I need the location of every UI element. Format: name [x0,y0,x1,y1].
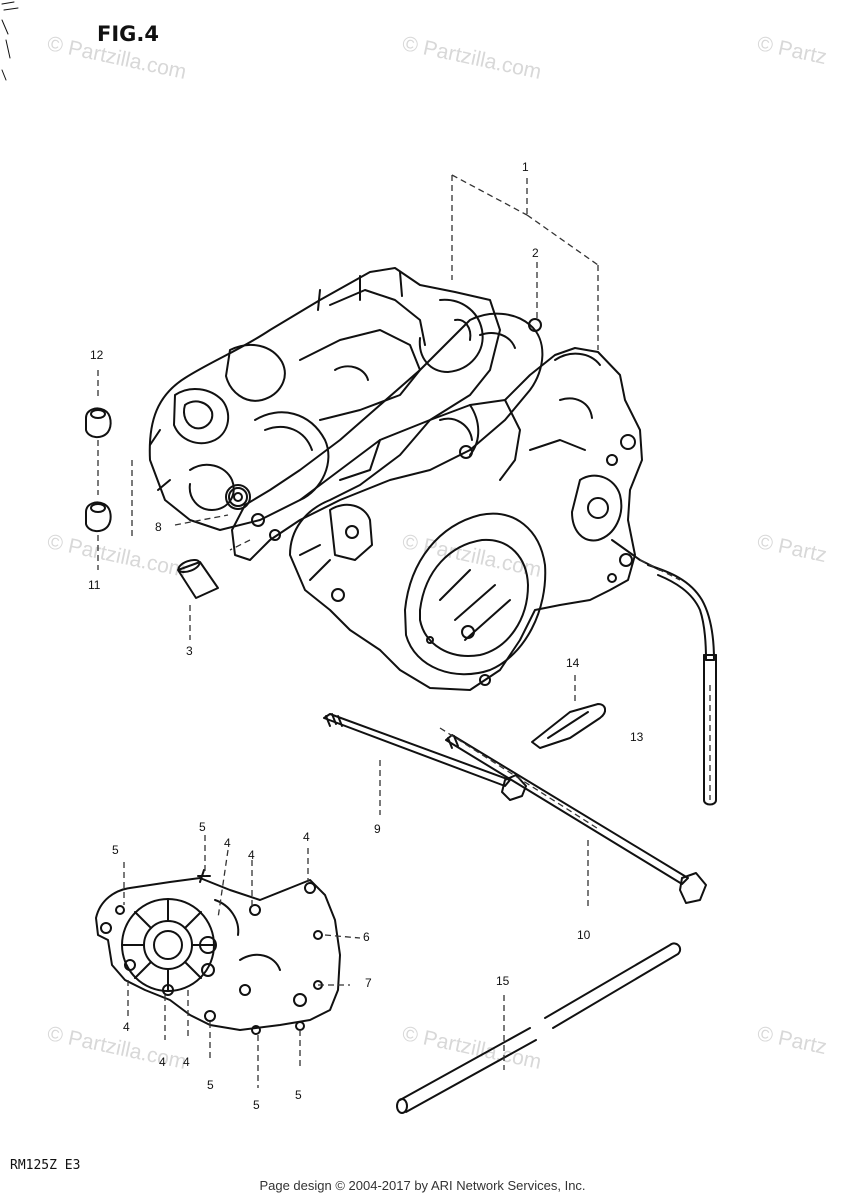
crankcase-bolt-9 [323,713,527,801]
callout-10: 10 [577,928,591,942]
model-code: RM125Z E3 [10,1158,81,1173]
callout-4: 4 [159,1055,166,1069]
callout-14: 14 [566,656,580,670]
pipe-15 [396,942,682,1114]
scan-artifact [1,1,19,81]
dowel-pin-3 [177,558,219,599]
callout-12: 12 [90,348,104,362]
oil-seal-8 [225,484,251,510]
crankcase-right-half [289,347,643,691]
callout-13: 13 [630,730,644,744]
callout-4: 4 [183,1055,190,1069]
hose-bracket-14 [531,703,606,749]
callout-11: 11 [88,578,101,592]
callout-3: 3 [186,644,193,658]
washer-11 [85,501,112,532]
callout-5: 5 [253,1098,260,1112]
footer-credit: Page design © 2004-2017 by ARI Network S… [259,1178,586,1193]
callout-5: 5 [295,1088,302,1102]
callout-15: 15 [496,974,510,988]
callout-9: 9 [374,822,381,836]
washer-12 [85,407,112,438]
callout-6: 6 [363,930,370,944]
figure-title: FIG.4 [97,22,159,46]
callout-5: 5 [199,820,206,834]
callout-4: 4 [224,836,231,850]
callout-7: 7 [365,976,372,990]
crankcase-cover [95,869,341,1035]
breather-hose [611,539,717,806]
callout-4: 4 [123,1020,130,1034]
callout-5: 5 [112,843,119,857]
callout-5: 5 [207,1078,214,1092]
callout-2: 2 [532,246,539,260]
callout-4: 4 [248,848,255,862]
callout-8: 8 [155,520,162,534]
callout-4: 4 [303,830,310,844]
callout-1: 1 [522,160,529,174]
crankcase-left-half [148,267,501,531]
crankcase-bolt-10 [445,734,707,904]
crankcase-gasket [231,312,544,561]
